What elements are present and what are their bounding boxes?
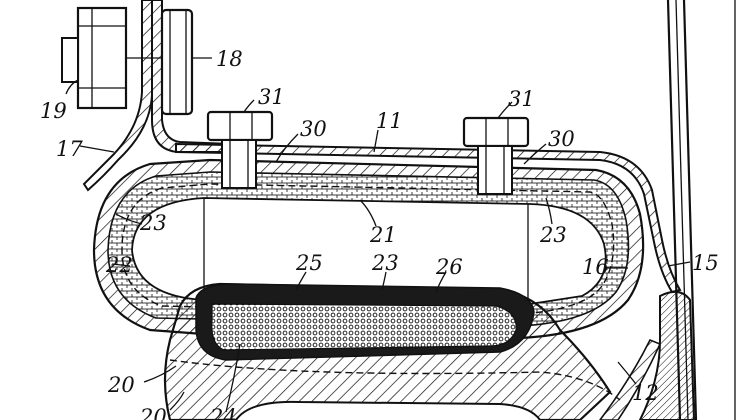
label-22: 22 [105,253,133,277]
label-31-right: 31 [508,87,535,111]
clamp-bolt-right [462,116,530,195]
label-20-upper: 20 [107,373,135,397]
label-31-left: 31 [258,85,285,109]
label-11: 11 [376,109,403,133]
rim-flange [599,290,696,420]
reference-numerals: 18 19 17 31 31 30 30 11 23 21 23 22 16 1… [40,47,719,420]
label-23-right: 23 [539,223,567,247]
label-23-left: 23 [139,211,167,235]
inner-chamber [131,197,607,305]
label-12: 12 [632,381,659,405]
bolt-nut-assembly [61,6,194,116]
label-23-center: 23 [371,251,399,275]
label-18: 18 [216,47,243,71]
label-20-lower: 20 [139,405,167,420]
label-30-left: 30 [300,117,327,141]
leader-lines [65,57,691,413]
label-17: 17 [56,137,83,161]
label-21: 21 [369,223,397,247]
label-16: 16 [582,255,609,279]
label-19: 19 [40,99,67,123]
tread-block [163,282,621,420]
label-25: 25 [295,251,323,275]
label-26: 26 [435,255,463,279]
label-15: 15 [692,251,719,275]
clamp-bolt-left [206,110,274,189]
label-30-right: 30 [548,127,575,151]
label-24: 24 [209,405,237,420]
